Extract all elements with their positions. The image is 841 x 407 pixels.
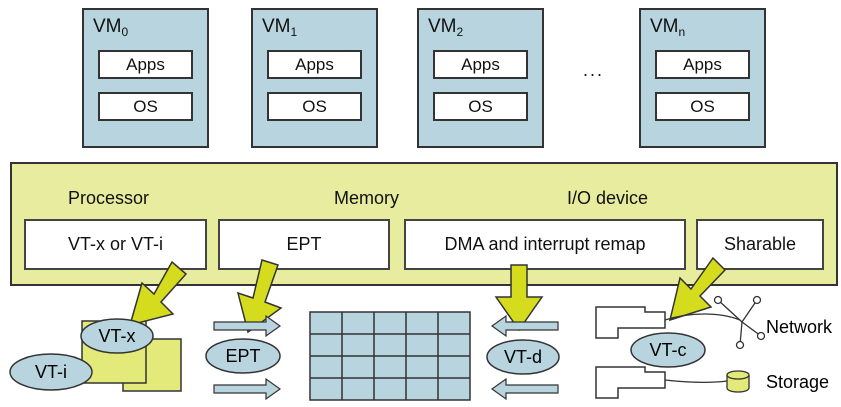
vm-0-os: OS [98, 92, 193, 121]
vm-n-box: VMn Apps OS [639, 8, 766, 148]
vm-2-box: VM2 Apps OS [417, 8, 544, 148]
label-storage: Storage [766, 372, 829, 392]
category-processor: Processor [68, 188, 150, 208]
memory-arrow-bottom-left [213, 377, 282, 401]
ellipse-vti [9, 353, 93, 391]
io-device-top [595, 306, 666, 339]
vm-1-box: VM1 Apps OS [251, 8, 378, 148]
network-icon [713, 295, 766, 350]
storage-icon [726, 370, 750, 393]
vm-n-title: VMn [650, 16, 686, 39]
label-vti: VT-i [35, 362, 67, 382]
vm-1-title: VM1 [262, 16, 298, 39]
memory-grid [309, 311, 471, 401]
category-io-device: I/O device [567, 188, 649, 208]
tech-dma-interrupt-remap: DMA and interrupt remap [404, 219, 686, 270]
memory-arrow-top-left [213, 314, 282, 338]
arrow-ept [236, 259, 283, 334]
vm-n-os: OS [655, 92, 750, 121]
ellipse-vtx [80, 318, 154, 354]
arrow-vtd [494, 264, 544, 332]
label-vtx: VT-x [98, 326, 135, 346]
vm-ellipsis: ... [583, 60, 605, 80]
io-device-bottom [595, 366, 666, 399]
io-curve-top [664, 313, 741, 321]
arrow-vtx [128, 260, 188, 327]
io-curve-bottom [664, 379, 728, 384]
memory-arrow-top-right [490, 314, 559, 338]
vm-2-title: VM2 [428, 16, 464, 39]
vm-0-apps: Apps [98, 50, 193, 79]
arrow-vtc [668, 256, 727, 322]
vm-1-apps: Apps [267, 50, 362, 79]
label-vtd: VT-d [504, 347, 542, 367]
tech-ept: EPT [218, 219, 390, 270]
label-ept: EPT [225, 346, 260, 366]
vm-0-box: VM0 Apps OS [82, 8, 209, 148]
ellipse-vtc [630, 332, 706, 368]
ellipse-ept [205, 338, 281, 374]
label-network: Network [766, 317, 833, 337]
memory-arrow-bottom-right [490, 377, 559, 401]
category-memory: Memory [334, 188, 400, 208]
vm-2-os: OS [433, 92, 528, 121]
ellipse-vtd [486, 339, 560, 375]
vm-2-apps: Apps [433, 50, 528, 79]
vm-0-title: VM0 [93, 16, 129, 39]
tech-vtx-or-vti: VT-x or VT-i [24, 219, 207, 270]
label-vtc: VT-c [649, 340, 686, 360]
vm-n-apps: Apps [655, 50, 750, 79]
vm-1-os: OS [267, 92, 362, 121]
